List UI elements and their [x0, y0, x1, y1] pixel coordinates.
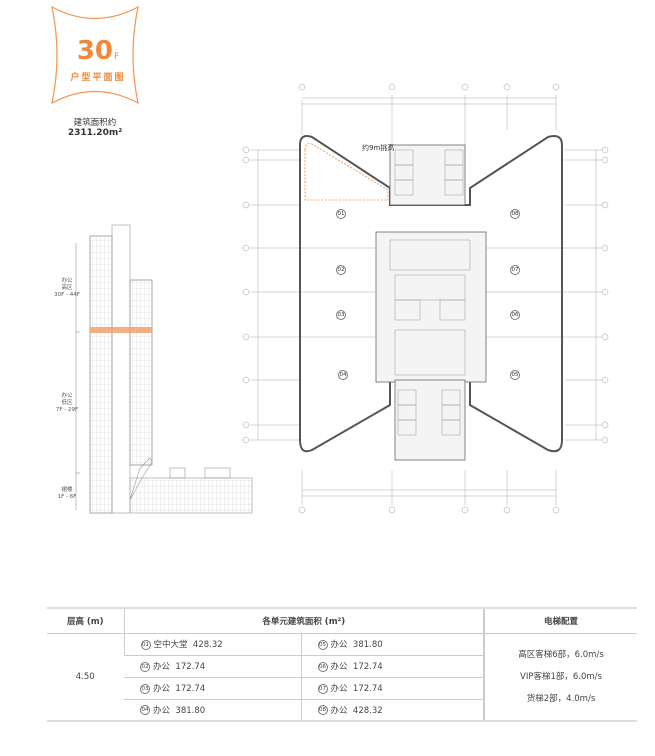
building-elevation — [75, 224, 253, 514]
unit-label-04: 04 — [338, 370, 348, 380]
atrium-outline — [304, 143, 389, 201]
floor-number: 30F — [76, 36, 120, 66]
header-elevators: 电梯配置 — [483, 607, 637, 634]
unit-label-06: 06 — [510, 310, 520, 320]
badge-frame — [51, 5, 139, 105]
unit-label-08: 08 — [510, 209, 520, 219]
header-unit-area: 各单元建筑面积 (m²) — [123, 607, 484, 634]
unit-label-02: 02 — [336, 265, 346, 275]
plan-title: 户型平面图 — [70, 73, 126, 83]
floor-height-value: 4.50 — [47, 633, 124, 722]
unit-label-01: 01 — [336, 209, 346, 219]
current-floor-highlight — [90, 327, 152, 333]
unit-label-05: 05 — [510, 370, 520, 380]
area-label: 建筑面积约 — [73, 118, 117, 128]
unit-label-07: 07 — [510, 265, 520, 275]
header-floor-height: 层高 (m) — [47, 607, 124, 634]
atrium-note: 约9m挑高 — [362, 144, 395, 152]
floor-plan — [242, 83, 609, 514]
grid-bubbles — [242, 83, 609, 514]
unit-label-03: 03 — [336, 310, 346, 320]
area-value: 2311.20m² — [67, 128, 123, 138]
